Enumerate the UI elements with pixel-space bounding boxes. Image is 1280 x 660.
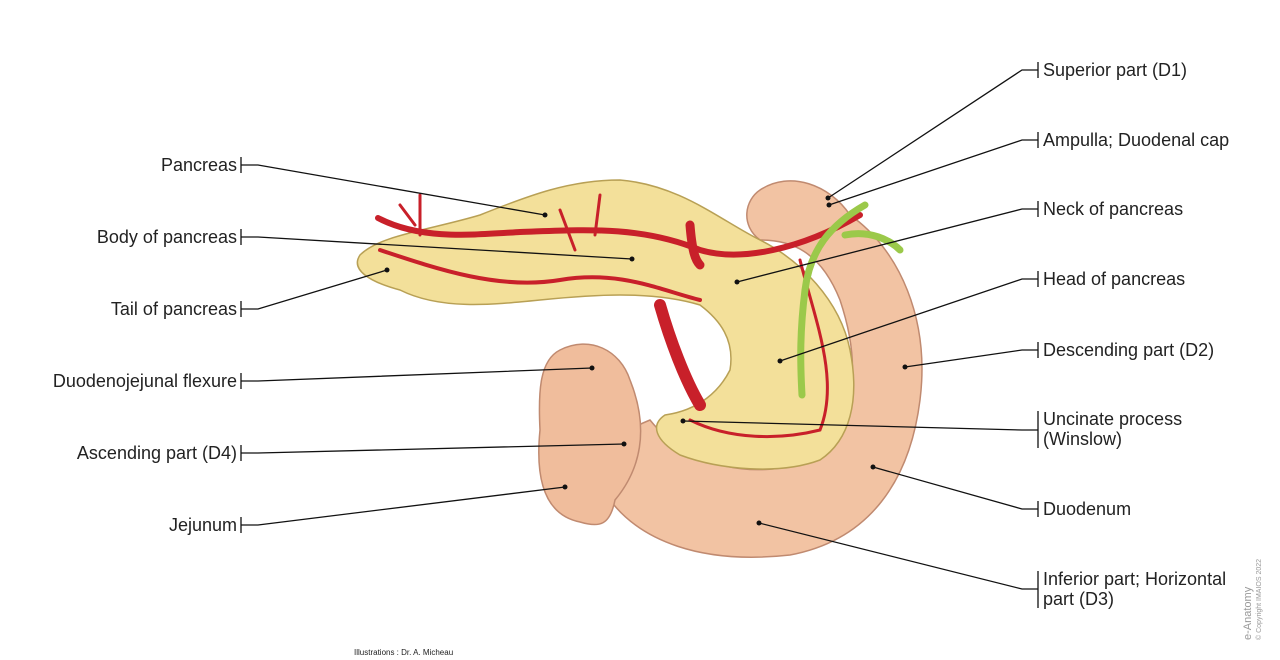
bile-duct (797, 201, 904, 399)
watermark-brand: e-Anatomy (1242, 586, 1254, 640)
arteries (375, 193, 863, 439)
label-duodenojejunal-flexure: Duodenojejunal flexure (52, 371, 237, 391)
label-inferior-part: Inferior part; Horizontal part (D3) (1043, 569, 1227, 609)
label-tail-of-pancreas: Tail of pancreas (110, 299, 237, 319)
watermark: e-Anatomy © Copyright IMAIOS 2022 (1238, 559, 1263, 640)
label-descending-part: Descending part (D2) (1043, 340, 1215, 360)
label-head-of-pancreas: Head of pancreas (1043, 269, 1186, 289)
label-superior-part: Superior part (D1) (1043, 60, 1188, 80)
duodenum (538, 180, 923, 558)
label-ascending-part: Ascending part (D4) (76, 443, 237, 463)
label-neck-of-pancreas: Neck of pancreas (1043, 199, 1184, 219)
label-uncinate-process: Uncinate process (Winslow) (1043, 409, 1183, 449)
label-ampulla: Ampulla; Duodenal cap (1043, 130, 1230, 150)
label-body-of-pancreas: Body of pancreas (96, 227, 237, 247)
illustration-credit: Illustrations : Dr. A. Micheau (354, 648, 454, 657)
watermark-copyright: © Copyright IMAIOS 2022 (1256, 558, 1263, 640)
leader-lines (240, 62, 1039, 608)
leader-dots (384, 195, 908, 526)
label-pancreas: Pancreas (160, 155, 237, 175)
label-duodenum: Duodenum (1043, 499, 1132, 519)
jejunum-ascending (538, 343, 642, 526)
label-jejunum: Jejunum (168, 515, 237, 535)
